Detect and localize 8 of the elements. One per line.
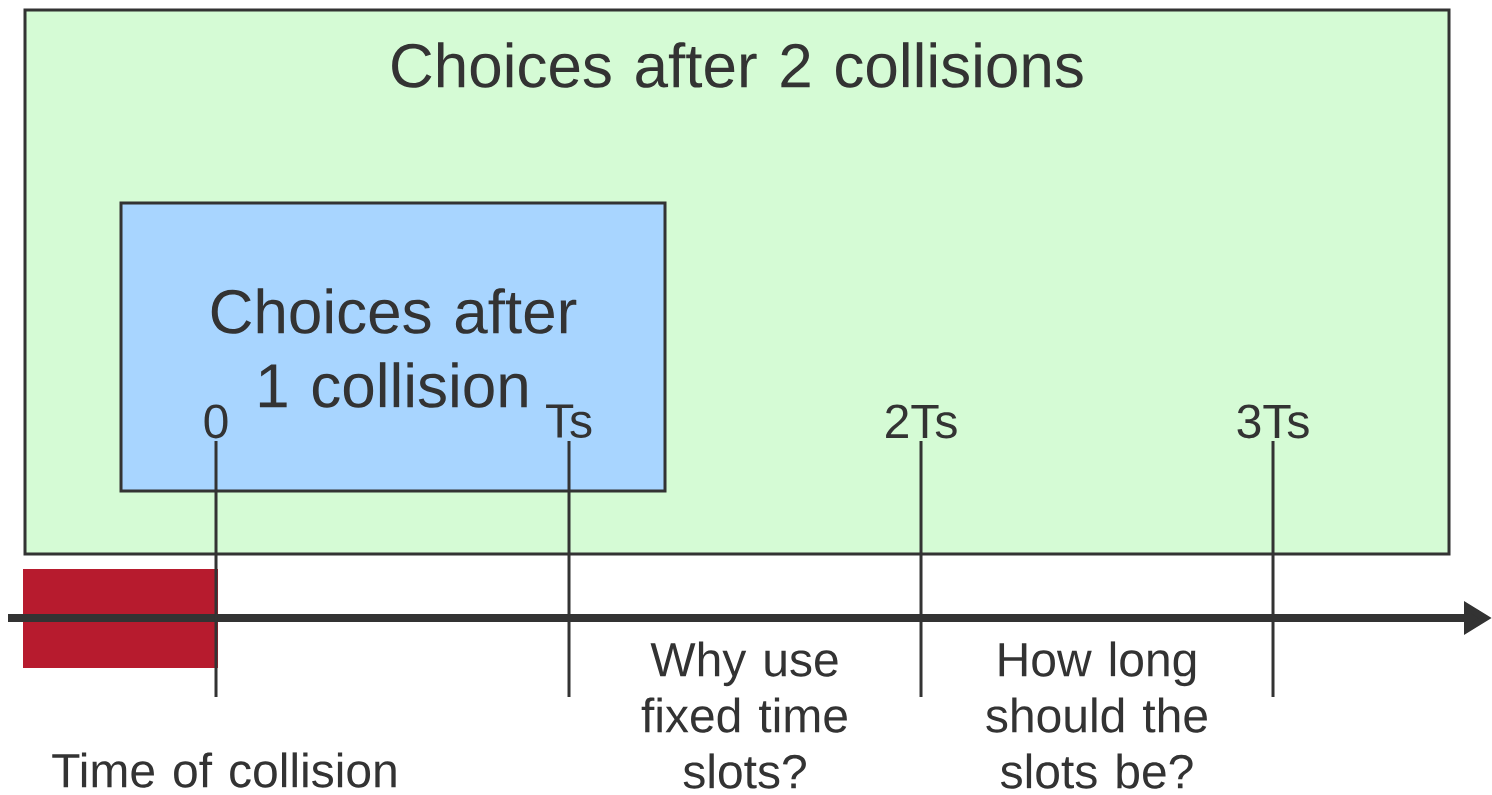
tick-label: 2Ts (886, 404, 957, 439)
note: Why use fixed time slots? (641, 641, 847, 789)
tick-label: 3Ts (1237, 404, 1309, 439)
note: How long should the slots be? (986, 641, 1207, 789)
tick-label: Ts (546, 404, 592, 438)
tick-label: 0 (204, 404, 228, 439)
note: Time of collision (52, 752, 396, 788)
block (23, 569, 218, 668)
